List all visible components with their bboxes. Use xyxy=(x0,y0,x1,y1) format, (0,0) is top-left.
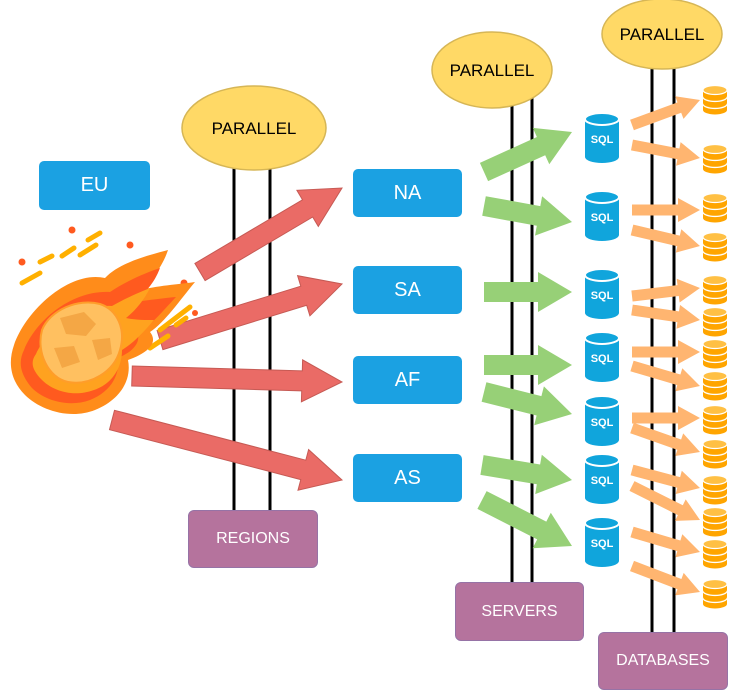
sql-servers: SQL SQL SQL SQL SQL SQL SQL xyxy=(584,112,620,567)
region-box-sa: SA xyxy=(353,266,462,314)
region-arrow xyxy=(108,409,344,491)
sql-cylinder-icon: SQL xyxy=(584,395,620,446)
server-arrow xyxy=(480,454,572,495)
sql-label: SQL xyxy=(591,212,614,224)
server-arrow xyxy=(481,382,572,426)
database-arrow xyxy=(632,406,700,430)
server-arrow xyxy=(477,491,572,549)
parallel-ellipse xyxy=(601,0,723,70)
database-arrow xyxy=(631,139,700,166)
meteor-icon xyxy=(10,226,198,415)
parallel-ellipses: PARALLEL PARALLEL PARALLEL xyxy=(181,0,723,171)
regions-tag: REGIONS xyxy=(188,510,318,568)
sql-label: SQL xyxy=(591,417,614,429)
database-stack-icon xyxy=(702,84,728,115)
sql-cylinder-icon: SQL xyxy=(584,453,620,504)
databases xyxy=(702,84,728,609)
server-arrow xyxy=(484,272,572,312)
database-stack-icon xyxy=(702,338,728,369)
database-stack-icon xyxy=(702,474,728,505)
database-stack-icon xyxy=(702,274,728,305)
source-box-eu: EU xyxy=(39,161,150,210)
server-arrow xyxy=(482,196,572,236)
database-arrow xyxy=(630,224,700,253)
database-arrow xyxy=(630,360,700,392)
sql-label: SQL xyxy=(591,353,614,365)
database-arrow xyxy=(632,198,700,222)
region-box-na: NA xyxy=(353,169,462,217)
database-arrow xyxy=(630,96,700,131)
servers-tag: SERVERS xyxy=(455,582,584,641)
sql-cylinder-icon: SQL xyxy=(584,190,620,241)
region-box-as: AS xyxy=(353,454,462,502)
databases-tag: DATABASES xyxy=(598,632,728,690)
region-arrow xyxy=(194,187,343,282)
parallel-ellipse xyxy=(181,85,327,171)
sql-label: SQL xyxy=(591,475,614,487)
sql-cylinder-icon: SQL xyxy=(584,516,620,567)
region-box-af: AF xyxy=(353,356,462,404)
database-stack-icon xyxy=(702,404,728,435)
sql-cylinder-icon: SQL xyxy=(584,331,620,382)
database-arrow xyxy=(631,304,700,329)
sql-cylinder-icon: SQL xyxy=(584,268,620,319)
database-stack-icon xyxy=(702,578,728,609)
database-arrow xyxy=(631,278,700,303)
parallel-label: PARALLEL xyxy=(450,61,535,80)
database-stack-icon xyxy=(702,306,728,337)
region-arrow xyxy=(131,359,344,403)
parallel-label: PARALLEL xyxy=(212,119,297,138)
database-stack-icon xyxy=(702,370,728,401)
database-stack-icon xyxy=(702,506,728,537)
database-stack-icon xyxy=(702,438,728,469)
sql-label: SQL xyxy=(591,290,614,302)
database-arrow xyxy=(632,340,700,364)
database-arrow xyxy=(630,464,700,494)
sql-label: SQL xyxy=(591,538,614,550)
arrows-layer xyxy=(108,96,700,596)
database-stack-icon xyxy=(702,192,728,223)
database-arrow xyxy=(630,422,700,456)
server-arrow xyxy=(479,127,572,182)
sql-cylinder-icon: SQL xyxy=(584,112,620,163)
database-arrow xyxy=(629,481,700,521)
database-arrow xyxy=(630,526,700,558)
database-stack-icon xyxy=(702,231,728,262)
server-arrow xyxy=(484,345,572,385)
database-stack-icon xyxy=(702,538,728,569)
sql-label: SQL xyxy=(591,134,614,146)
parallel-ellipse xyxy=(431,31,553,109)
parallel-label: PARALLEL xyxy=(620,25,705,44)
database-arrow xyxy=(630,560,700,596)
database-stack-icon xyxy=(702,143,728,174)
